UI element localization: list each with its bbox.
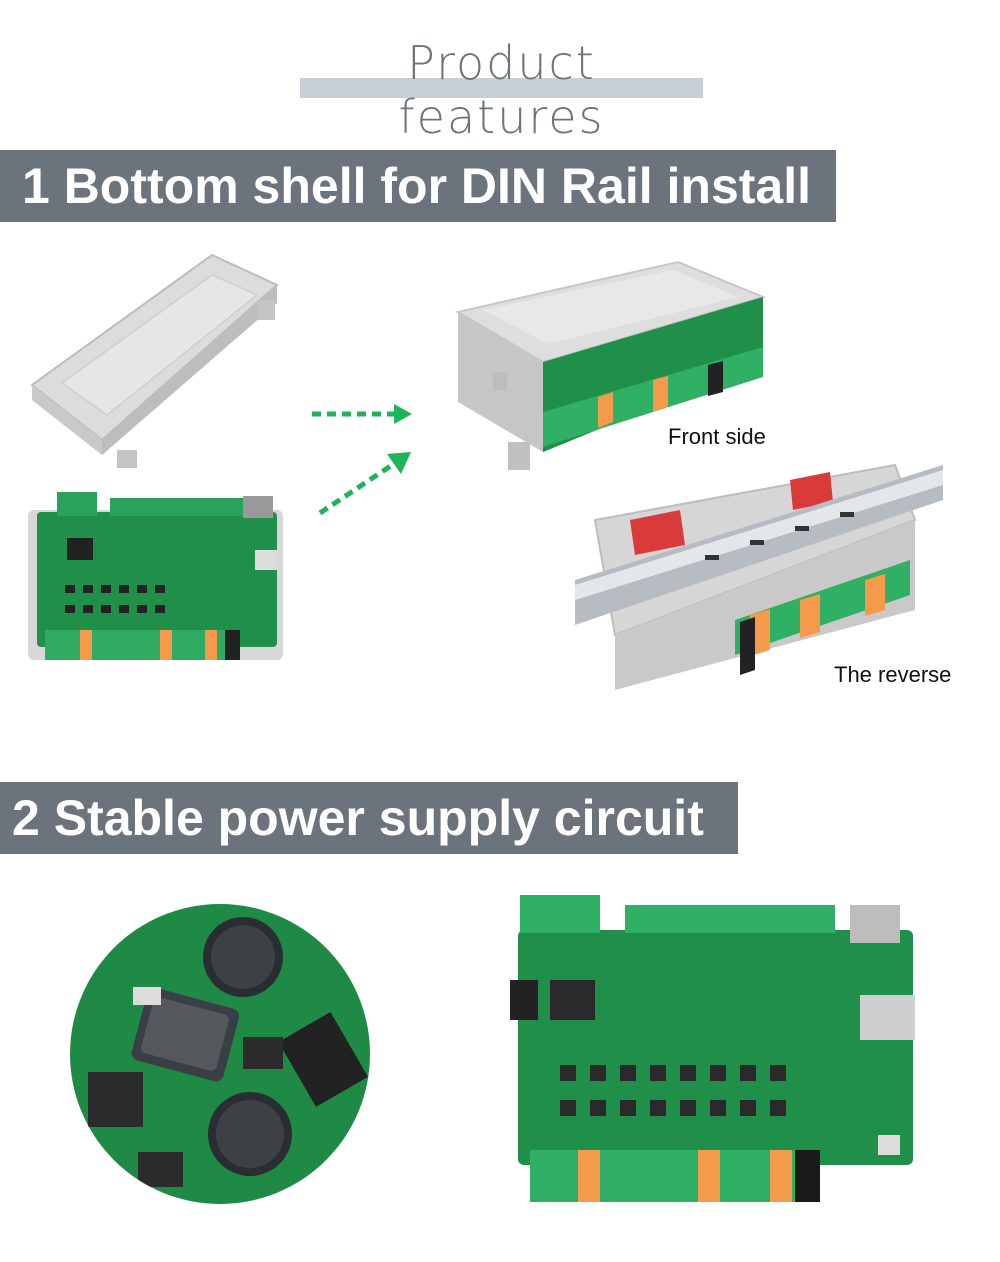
section-2-title: 2 Stable power supply circuit	[12, 790, 704, 846]
page-title: Product features	[398, 36, 605, 144]
caption-the-reverse: The reverse	[834, 662, 952, 687]
section-1-title: 1 Bottom shell for DIN Rail install	[22, 158, 811, 214]
arrow-diagonal-icon	[318, 452, 411, 516]
arrow-right-icon	[312, 404, 412, 424]
enclosure-front-image	[455, 260, 767, 470]
heading-underline	[300, 78, 703, 98]
section-2-banner: 2 Stable power supply circuit	[0, 782, 738, 854]
enclosure-reverse-din-rail-image	[575, 463, 943, 690]
caption-front-side: Front side	[668, 424, 766, 449]
pcb-board-image	[510, 895, 915, 1202]
pcb-on-shell-image	[28, 492, 283, 660]
empty-shell-image	[30, 253, 279, 468]
power-circuit-closeup-image	[70, 904, 370, 1204]
section-1-banner: 1 Bottom shell for DIN Rail install	[0, 150, 836, 222]
